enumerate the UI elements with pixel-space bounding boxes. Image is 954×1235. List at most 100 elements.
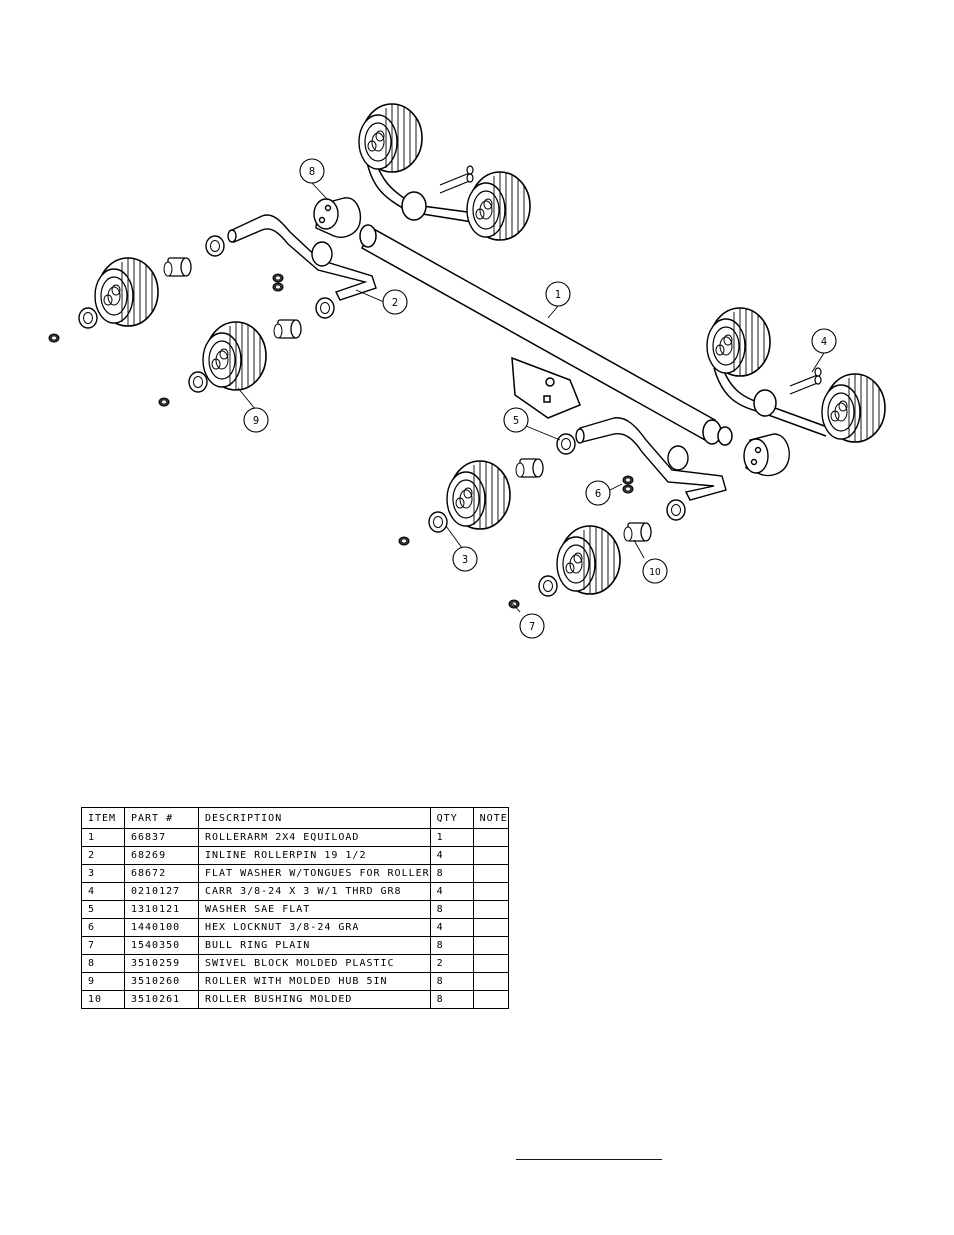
balloon-2: 2 — [382, 289, 408, 315]
cell-note — [472, 882, 509, 901]
cell-part-number: 3510259 — [124, 954, 199, 973]
washer-left-1 — [205, 235, 225, 257]
cell-part-number: 1540350 — [124, 936, 199, 955]
roller-right-lower — [821, 373, 886, 443]
cell-description: INLINE ROLLERPIN 19 1/2 — [198, 846, 431, 865]
svg-text:2: 2 — [392, 296, 398, 309]
roller-upper-left — [358, 103, 423, 173]
balloon-5: 5 — [503, 407, 529, 433]
cell-part-number: 3510261 — [124, 990, 199, 1009]
swivel-block-right — [743, 433, 790, 477]
cell-description: CARR 3/8-24 X 3 W/1 THRD GR8 — [198, 882, 431, 901]
cell-description: SWIVEL BLOCK MOLDED PLASTIC — [198, 954, 431, 973]
cell-part-number: 68269 — [124, 846, 199, 865]
cell-item: 1 — [81, 828, 125, 847]
balloon-3: 3 — [452, 546, 478, 572]
cell-qty: 8 — [429, 864, 474, 883]
cell-note — [472, 828, 509, 847]
svg-text:3: 3 — [462, 553, 468, 566]
washer-left-lower — [188, 371, 208, 393]
cell-item: 6 — [81, 918, 125, 937]
balloon-6: 6 — [585, 480, 611, 506]
cell-item: 7 — [81, 936, 125, 955]
cell-note — [472, 846, 509, 865]
cell-qty: 4 — [429, 882, 474, 901]
cell-description: ROLLER WITH MOLDED HUB 5IN — [198, 972, 431, 991]
cell-qty: 8 — [429, 972, 474, 991]
locknuts-left — [272, 273, 284, 292]
svg-text:10: 10 — [649, 567, 661, 578]
cell-note — [472, 936, 509, 955]
cell-part-number: 0210127 — [124, 882, 199, 901]
bull-ring-bottom-right — [508, 599, 520, 609]
svg-text:5: 5 — [513, 414, 519, 427]
cell-qty: 8 — [429, 936, 474, 955]
balloon-1: 1 — [545, 281, 571, 307]
header-description: DESCRIPTION — [198, 807, 431, 829]
washer-center-lower — [428, 511, 448, 533]
cell-item: 4 — [81, 882, 125, 901]
roller-pin-left — [227, 214, 377, 301]
roller-bottom-right — [556, 525, 621, 595]
bushing-far-left — [163, 257, 192, 277]
locknuts-right — [622, 475, 634, 494]
carriage-bolts-right — [789, 367, 822, 395]
washer-far-left — [78, 307, 98, 329]
cell-description: FLAT WASHER W/TONGUES FOR ROLLER — [198, 864, 431, 883]
cell-note — [472, 900, 509, 919]
footer-link[interactable] — [516, 1145, 662, 1160]
washer-right-2 — [666, 499, 686, 521]
cell-part-number: 1440100 — [124, 918, 199, 937]
cell-note — [472, 972, 509, 991]
cell-item: 3 — [81, 864, 125, 883]
roller-arm-beam — [359, 224, 733, 446]
bull-ring-left-lower — [158, 397, 170, 407]
bushing-center-lower — [515, 458, 544, 478]
header-part-number: PART # — [124, 807, 199, 829]
balloon-4: 4 — [811, 328, 837, 354]
cell-item: 9 — [81, 972, 125, 991]
bull-ring-center-lower — [398, 536, 410, 546]
cell-qty: 8 — [429, 990, 474, 1009]
cell-qty: 8 — [429, 900, 474, 919]
cell-item: 8 — [81, 954, 125, 973]
bom-header-row: ITEM PART # DESCRIPTION QTY NOTE — [81, 807, 509, 829]
washer-right-1 — [556, 433, 576, 455]
svg-text:9: 9 — [253, 414, 259, 427]
bull-ring-far-left — [48, 333, 60, 343]
washer-left-2 — [315, 297, 335, 319]
cell-note — [472, 990, 509, 1009]
cell-item: 2 — [81, 846, 125, 865]
cell-description: ROLLERARM 2X4 EQUILOAD — [198, 828, 431, 847]
svg-text:1: 1 — [555, 288, 561, 301]
cell-description: BULL RING PLAIN — [198, 936, 431, 955]
header-note: NOTE — [472, 807, 509, 829]
cell-part-number: 1310121 — [124, 900, 199, 919]
balloon-9: 9 — [243, 407, 269, 433]
balloon-7: 7 — [519, 613, 545, 639]
cell-description: ROLLER BUSHING MOLDED — [198, 990, 431, 1009]
header-qty: QTY — [429, 807, 474, 829]
roller-center-lower — [446, 460, 511, 530]
balloon-leaders — [237, 182, 825, 613]
roller-far-left — [94, 257, 159, 327]
cell-note — [472, 918, 509, 937]
roller-pin-right — [575, 417, 727, 501]
swivel-block-left — [313, 197, 362, 238]
cell-part-number: 3510260 — [124, 972, 199, 991]
svg-text:4: 4 — [821, 335, 827, 348]
cell-note — [472, 864, 509, 883]
cell-qty: 4 — [429, 918, 474, 937]
svg-text:7: 7 — [529, 620, 535, 633]
balloon-8: 8 — [299, 158, 325, 184]
